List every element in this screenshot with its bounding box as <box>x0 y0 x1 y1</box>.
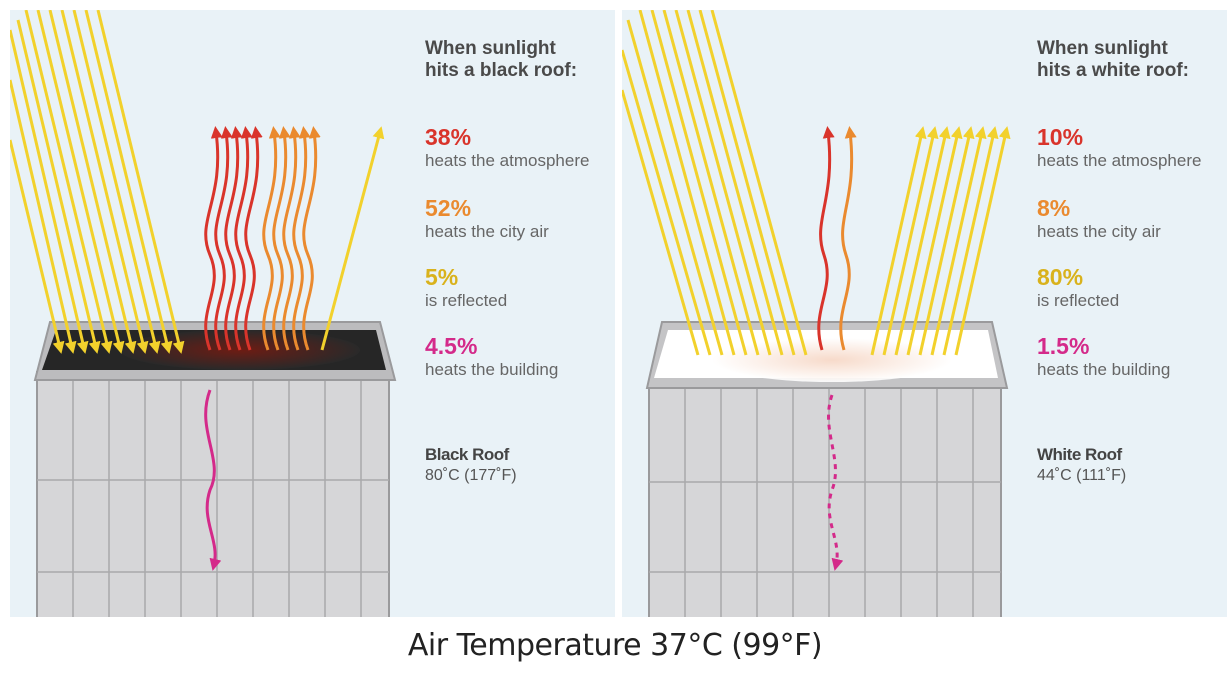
white-roof-panel: When sunlight hits a white roof: 10% hea… <box>622 10 1227 617</box>
stat-city-air: 52% heats the city air <box>425 195 549 242</box>
stat-reflected: 5% is reflected <box>425 264 507 311</box>
stat-atmosphere: 38% heats the atmosphere <box>425 124 589 171</box>
stat-label: heats the atmosphere <box>425 151 590 170</box>
stat-label: heats the city air <box>425 222 549 241</box>
white-roof-heading: When sunlight hits a white roof: <box>1037 38 1189 82</box>
heading-line: When sunlight <box>1037 38 1168 59</box>
stat-building: 4.5% heats the building <box>425 333 558 380</box>
roof-temperature: 80˚C (177˚F) <box>425 467 517 484</box>
stat-atmosphere: 10% heats the atmosphere <box>1037 124 1201 171</box>
stat-value: 10% <box>1037 124 1084 150</box>
white-roof-atmosphere-heat <box>817 126 835 351</box>
heading-line: When sunlight <box>425 38 556 59</box>
black-roof-panel: When sunlight hits a black roof: 38% hea… <box>10 10 615 617</box>
white-roof-illustration <box>622 10 1011 617</box>
heading-line: hits a black roof: <box>425 60 578 81</box>
roof-name: White Roof <box>1037 445 1122 464</box>
black-roof-building-heat <box>204 389 222 571</box>
stat-label: heats the city air <box>1037 222 1161 241</box>
white-roof-city-air-heat <box>839 126 857 351</box>
stat-value: 8% <box>1037 195 1071 221</box>
stat-value: 4.5% <box>425 333 478 359</box>
stat-value: 1.5% <box>1037 333 1090 359</box>
stat-label: is reflected <box>1037 291 1120 310</box>
white-roof-sunlight-rays <box>622 10 808 356</box>
stat-label: is reflected <box>425 291 508 310</box>
stat-building: 1.5% heats the building <box>1037 333 1170 380</box>
stat-value: 80% <box>1037 264 1084 290</box>
black-roof-sunlight-rays <box>10 10 185 354</box>
stat-label: heats the building <box>425 360 559 379</box>
heading-line: hits a white roof: <box>1037 60 1189 81</box>
white-roof-building <box>645 321 1009 617</box>
white-roof-reflected-rays <box>870 126 1011 356</box>
stat-value: 52% <box>425 195 472 221</box>
roof-temperature: 44˚C (111˚F) <box>1037 467 1127 484</box>
black-roof-reflected-ray <box>320 126 385 351</box>
black-roof-city-air-heat <box>262 126 321 351</box>
black-roof-illustration <box>10 10 397 617</box>
black-roof-heading: When sunlight hits a black roof: <box>425 38 577 82</box>
roof-name: Black Roof <box>425 445 509 464</box>
air-temperature-caption: Air Temperature 37°C (99°F) <box>407 628 823 663</box>
stat-reflected: 80% is reflected <box>1037 264 1119 311</box>
stat-city-air: 8% heats the city air <box>1037 195 1161 242</box>
stat-value: 38% <box>425 124 472 150</box>
stat-value: 5% <box>425 264 459 290</box>
black-roof-atmosphere-heat <box>204 126 263 351</box>
black-roof-building <box>33 321 397 617</box>
stat-label: heats the atmosphere <box>1037 151 1202 170</box>
stat-label: heats the building <box>1037 360 1171 379</box>
